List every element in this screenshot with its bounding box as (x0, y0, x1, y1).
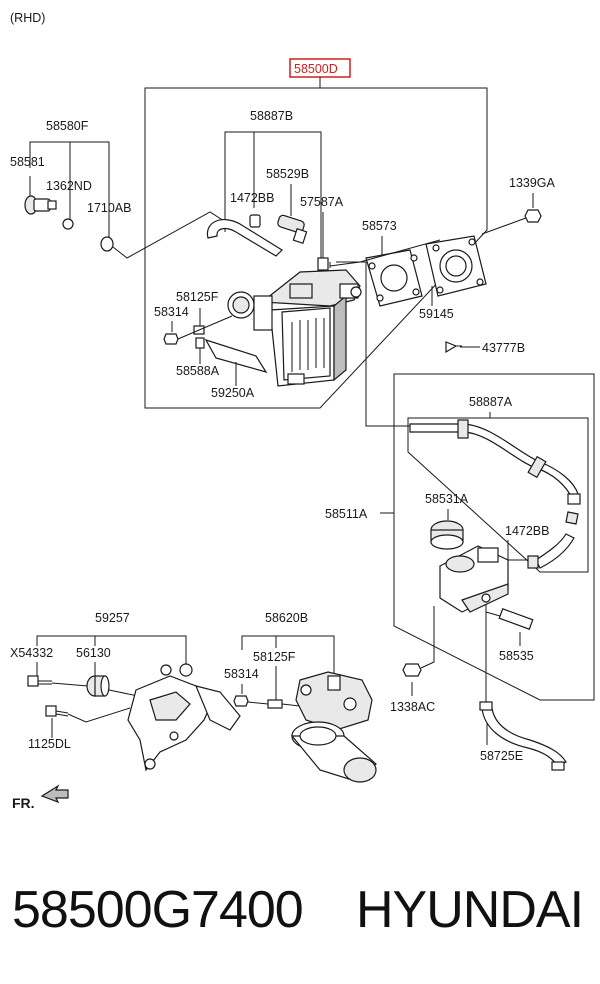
brake-booster-body (204, 269, 362, 387)
callout-1125DL[interactable]: 1125DL (28, 737, 71, 751)
assembly-reservoir-outline (393, 373, 595, 701)
nut-58314-bottom (233, 695, 249, 707)
callout-58588A[interactable]: 58588A (176, 364, 220, 378)
callout-56130[interactable]: 56130 (76, 646, 111, 660)
front-direction-label: FR. (12, 795, 35, 811)
flange-59145 (425, 235, 487, 297)
callout-58887B[interactable]: 58887B (250, 109, 293, 123)
callout-58887A[interactable]: 58887A (469, 395, 513, 409)
screw-58588A (195, 337, 205, 349)
bracket-59257 (127, 663, 241, 772)
callout-43777B[interactable]: 43777B (482, 341, 525, 355)
brake-booster-58620B (290, 671, 377, 783)
callout-1472BB-right[interactable]: 1472BB (505, 524, 549, 538)
callout-58314-top[interactable]: 58314 (154, 305, 189, 319)
brand-title: HYUNDAI (356, 881, 584, 939)
callout-57587A[interactable]: 57587A (300, 195, 344, 209)
grommet-43777B (445, 341, 458, 354)
nut-1338AC (402, 663, 422, 677)
bolt-X54332 (27, 675, 52, 687)
callout-1338AC[interactable]: 1338AC (390, 700, 435, 714)
callout-58581[interactable]: 58581 (10, 155, 45, 169)
gasket-58573 (365, 249, 423, 307)
reservoir-cap-58531A (430, 520, 464, 550)
callout-58620B[interactable]: 58620B (265, 611, 308, 625)
clamp-1710AB (100, 236, 114, 252)
callout-59145[interactable]: 59145 (419, 307, 454, 321)
callout-58125F-bottom[interactable]: 58125F (253, 650, 296, 664)
callout-1362ND[interactable]: 1362ND (46, 179, 92, 193)
fitting-58535 (498, 608, 534, 630)
hose-1472BB (535, 533, 575, 569)
callout-58500D[interactable]: 58500D (289, 58, 351, 78)
hose-58887A (409, 423, 579, 499)
callout-58573[interactable]: 58573 (362, 219, 397, 233)
bushing-56130 (86, 675, 110, 697)
hose-58887B (206, 219, 283, 257)
sub-outline-58887A (407, 417, 589, 573)
nut-58314-top (163, 333, 179, 345)
part-number-title: 58500G7400 (12, 881, 304, 939)
callout-1710AB[interactable]: 1710AB (87, 201, 131, 215)
variant-label: (RHD) (10, 11, 45, 25)
nut-1339GA (524, 209, 542, 223)
callout-59250A[interactable]: 59250A (211, 386, 255, 400)
callout-58725E[interactable]: 58725E (480, 749, 523, 763)
callout-X54332[interactable]: X54332 (10, 646, 53, 660)
callout-1472BB-top[interactable]: 1472BB (230, 191, 274, 205)
assembly-58500D-outline (144, 87, 488, 409)
fitting-58581 (24, 195, 57, 215)
bolt-1125DL (45, 705, 69, 717)
callout-58535[interactable]: 58535 (499, 649, 534, 663)
reservoir-tank (439, 545, 509, 613)
o-ring-1362ND (62, 218, 74, 230)
callout-58500D-label: 58500D (294, 62, 338, 76)
callout-58314-bottom[interactable]: 58314 (224, 667, 259, 681)
callout-58531A[interactable]: 58531A (425, 492, 469, 506)
fitting-58125F-bottom (267, 699, 283, 709)
callout-58529B[interactable]: 58529B (266, 167, 309, 181)
sensor-57587A (317, 257, 329, 271)
check-valve-58529B (277, 214, 308, 245)
callout-58511A[interactable]: 58511A (325, 507, 368, 521)
callout-59257[interactable]: 59257 (95, 611, 130, 625)
clip-1472BB-top (249, 214, 261, 228)
front-arrow-icon (40, 784, 69, 804)
callout-58580F[interactable]: 58580F (46, 119, 89, 133)
callout-58125F-top[interactable]: 58125F (176, 290, 219, 304)
callout-1339GA[interactable]: 1339GA (509, 176, 556, 190)
footer: 58500G7400 HYUNDAI (0, 880, 600, 950)
